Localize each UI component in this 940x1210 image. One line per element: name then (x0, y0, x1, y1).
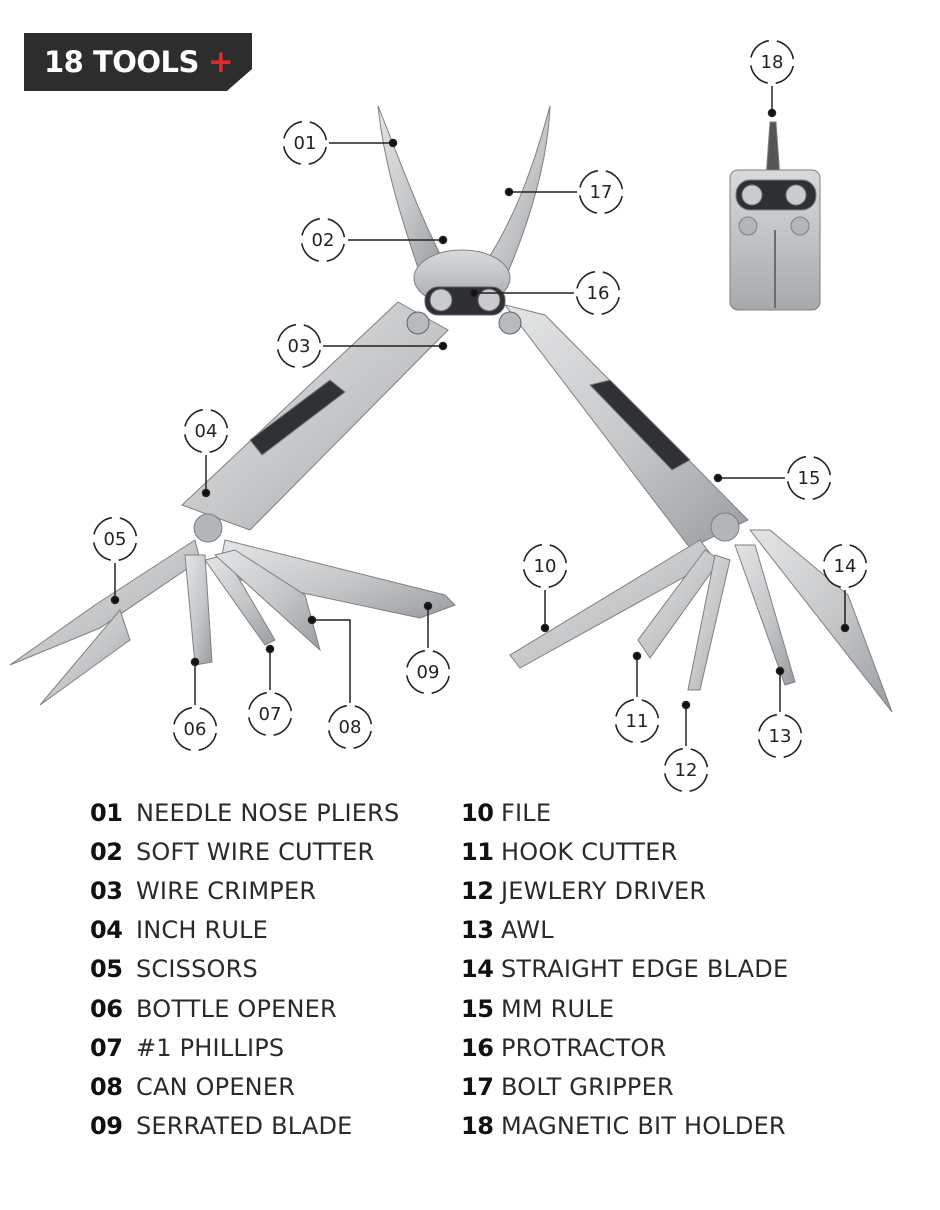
callout-04: 04 (183, 408, 229, 454)
callout-16: 16 (575, 270, 621, 316)
callout-17: 17 (578, 169, 624, 215)
callout-01: 01 (282, 120, 328, 166)
pivot-screws (406, 286, 522, 335)
callout-18: 18 (749, 39, 795, 85)
callout-08: 08 (327, 704, 373, 750)
callout-12: 12 (663, 747, 709, 793)
callout-11: 11 (614, 698, 660, 744)
leader-lines (110, 86, 850, 746)
callout-06: 06 (172, 706, 218, 752)
callout-09: 09 (405, 649, 451, 695)
legend-item: 07#1 PHILLIPS (90, 1033, 285, 1062)
multitool-illustration (9, 86, 893, 746)
callout-02: 02 (300, 217, 346, 263)
left-tools (9, 539, 456, 706)
tool-count-badge: 18 TOOLS + (24, 33, 252, 91)
callout-10: 10 (522, 543, 568, 589)
callout-05: 05 (92, 516, 138, 562)
callout-13: 13 (757, 713, 803, 759)
right-tools (509, 529, 893, 713)
plus-icon: + (207, 44, 234, 80)
right-handle (503, 304, 749, 549)
bit-holder-inset (729, 121, 821, 311)
pliers-jaws (377, 105, 551, 307)
callout-14: 14 (822, 543, 868, 589)
callout-15: 15 (786, 455, 832, 501)
callout-03: 03 (276, 323, 322, 369)
badge-text: 18 TOOLS (44, 45, 199, 79)
left-handle (181, 301, 449, 543)
callout-07: 07 (247, 691, 293, 737)
